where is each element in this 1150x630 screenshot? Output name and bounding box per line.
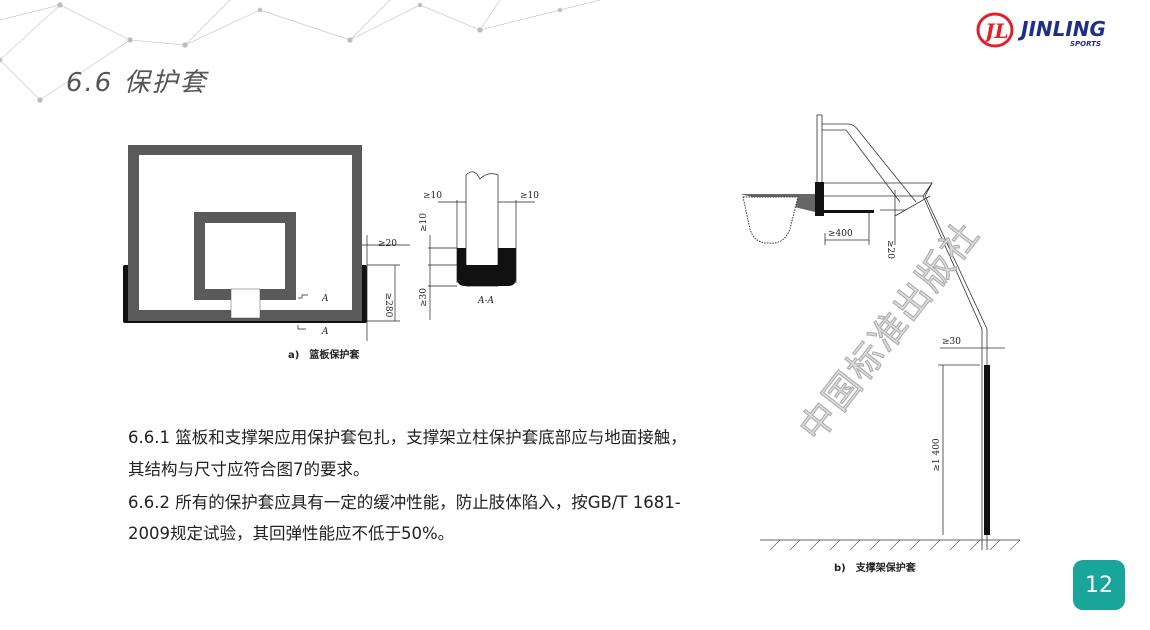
section-mark: A [321,294,329,304]
page-number-badge: 12 [1073,560,1125,610]
dim-w-left: ≥10 [423,191,442,201]
section-mark: A [321,327,329,337]
dim-thick: ≥20 [885,240,895,259]
section-label: A-A [477,296,495,306]
dim-w-right: ≥10 [520,191,539,201]
body-line-2: 其结构与尺寸应符合图7的要求。 [128,460,370,479]
body-line-1: 6.6.1 篮板和支撑架应用保护套包扎，支撑架立柱保护套底部应与地面接触， [128,428,687,447]
dim-width: ≥30 [942,337,961,347]
support-frame-protector-diagram: ≥400 ≥20 ≥30 ≥1 400 [740,114,1021,550]
jinling-logo: JL JINLING SPORTS [975,10,1135,50]
dim-height: ≥280 [383,293,393,318]
slide-title: 6.6 保护套 [66,68,208,98]
body-line-3: 6.6.2 所有的保护套应具有一定的缓冲性能，防止肢体陷入，按GB/T 1681… [128,493,681,512]
body-line-4: 2009规定试验，其回弹性能应不低于50%。 [128,524,455,543]
dim-bottom: ≥30 [419,288,429,307]
figure-a-caption: a) 篮板保护套 [288,350,360,361]
dim-pole-height: ≥1 400 [932,438,942,472]
svg-text:JINLING: JINLING [1017,17,1106,41]
figure-b-caption: b) 支撑架保护套 [834,563,916,574]
svg-text:SPORTS: SPORTS [1070,40,1101,48]
dim-length: ≥400 [828,229,853,239]
dim-side: ≥20 [378,239,397,249]
svg-text:JL: JL [981,19,1009,43]
network-decoration [0,0,601,103]
dim-top: ≥10 [419,213,429,232]
